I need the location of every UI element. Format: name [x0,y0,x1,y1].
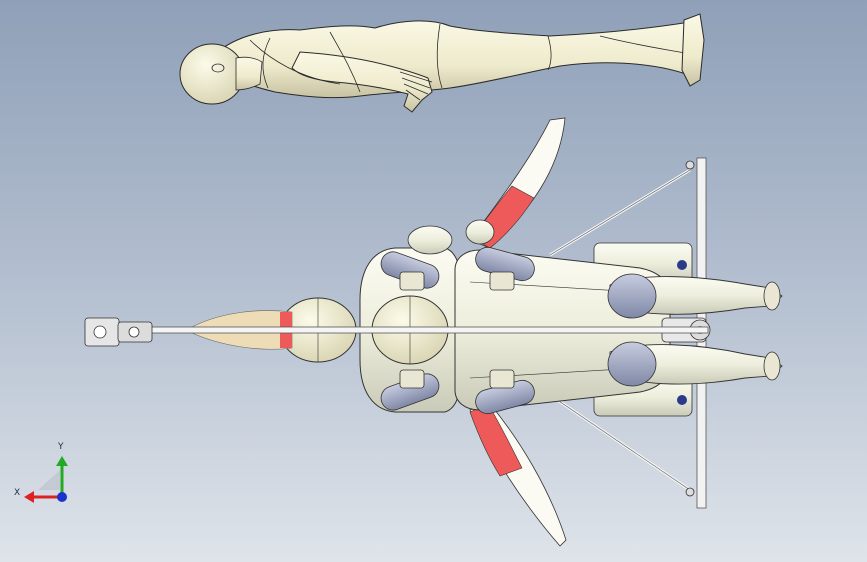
mannequin-hand-lines [399,71,433,101]
mannequin-neck [235,56,263,91]
bolt-top [685,160,695,170]
mannequin-head[interactable] [179,43,245,105]
propeller-lower[interactable] [469,403,567,547]
mannequin-foot[interactable] [681,13,705,87]
mannequin-figure[interactable] [179,13,705,113]
rear-leg-lower[interactable] [607,341,783,387]
mannequin-body[interactable] [214,17,701,99]
coordinate-triad [24,456,68,503]
mannequin-ear [211,63,225,73]
triad-y-label: Y [58,442,64,452]
triad-x-label: X [14,488,21,498]
front-boom[interactable] [84,310,709,350]
rear-leg-upper[interactable] [607,273,783,319]
arm-joints[interactable] [378,219,537,416]
bolt-bottom [685,487,695,497]
